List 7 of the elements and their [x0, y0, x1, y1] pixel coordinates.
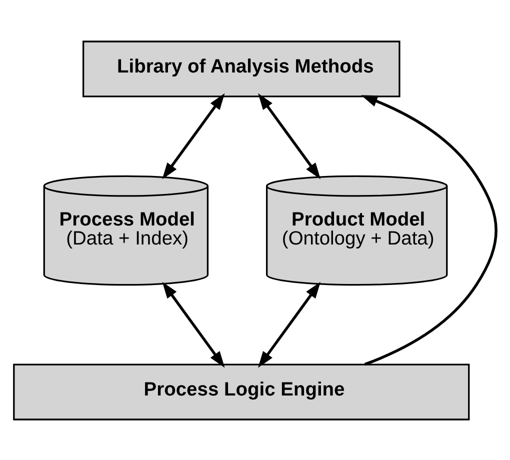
arrow — [258, 92, 321, 179]
node-box: Library of Analysis Methods — [82, 40, 400, 97]
arrow — [258, 281, 321, 368]
arrow — [162, 92, 225, 179]
node-box: Process Logic Engine — [13, 363, 470, 420]
arrow — [162, 281, 225, 368]
arrow — [360, 94, 498, 366]
